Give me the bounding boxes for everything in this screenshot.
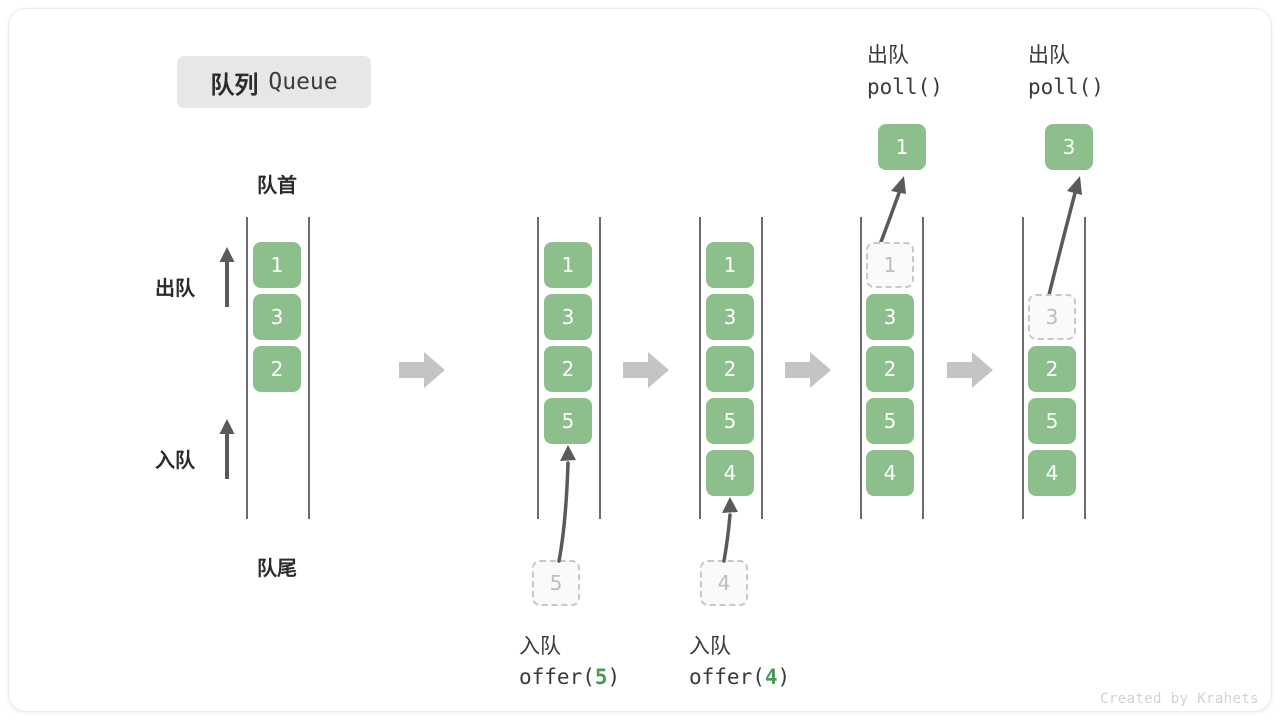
queue-rail-left-col4 [860, 217, 862, 519]
queue-rail-left-col2 [537, 217, 539, 519]
queue-cell: 3 [866, 294, 914, 340]
diagram-stage: 队列 Queue 队首 队尾 出队 入队 1 3 2 1 3 2 5 5 入队 … [9, 9, 1271, 711]
queue-cell: 3 [706, 294, 754, 340]
title-english: Queue [268, 69, 338, 95]
caption-code: offer(5) [519, 665, 621, 689]
queue-cell: 1 [706, 242, 754, 288]
head-label: 队首 [257, 173, 297, 197]
diagram-card: 队列 Queue 队首 队尾 出队 入队 1 3 2 1 3 2 5 5 入队 … [8, 8, 1272, 712]
queue-rail-left-col5 [1022, 217, 1024, 519]
queue-cell-ghost: 3 [1028, 294, 1076, 340]
enqueue-side-arrow-icon [219, 419, 235, 479]
queue-cell: 5 [866, 398, 914, 444]
step-arrow-icon [947, 352, 993, 388]
queue-cell: 4 [706, 450, 754, 496]
queue-cell: 3 [544, 294, 592, 340]
queue-cell: 4 [866, 450, 914, 496]
queue-cell: 2 [706, 346, 754, 392]
queue-cell: 1 [253, 242, 301, 288]
caption-code: poll() [1028, 75, 1104, 99]
queue-cell: 4 [1028, 450, 1076, 496]
queue-rail-left-col1 [246, 217, 248, 519]
queue-rail-right-col2 [599, 217, 601, 519]
title-chinese: 队列 [210, 70, 259, 99]
step-arrow-icon [623, 352, 669, 388]
outgoing-cell: 3 [1045, 124, 1093, 170]
queue-rail-right-col1 [308, 217, 310, 519]
tail-label: 队尾 [257, 556, 297, 580]
outgoing-cell: 1 [878, 124, 926, 170]
caption-cn: 入队 [689, 634, 731, 658]
enqueue-arrow-icon [722, 497, 738, 563]
queue-cell: 1 [544, 242, 592, 288]
caption-cn: 出队 [867, 43, 909, 67]
caption-cn: 出队 [1028, 43, 1070, 67]
queue-cell: 2 [866, 346, 914, 392]
queue-cell: 5 [544, 398, 592, 444]
diagram-title-badge: 队列 Queue [177, 56, 371, 108]
queue-rail-right-col5 [1084, 217, 1086, 519]
incoming-ghost-cell: 5 [532, 560, 580, 606]
queue-cell: 5 [706, 398, 754, 444]
queue-rail-right-col4 [922, 217, 924, 519]
queue-rail-left-col3 [699, 217, 701, 519]
step-arrow-icon [785, 352, 831, 388]
enqueue-arrow-icon [557, 445, 576, 563]
queue-cell: 2 [253, 346, 301, 392]
dequeue-side-arrow-icon [219, 247, 235, 307]
dequeue-arrow-icon [1043, 176, 1082, 313]
queue-cell: 2 [1028, 346, 1076, 392]
step-arrow-icon [399, 352, 445, 388]
queue-rail-right-col3 [761, 217, 763, 519]
queue-cell: 3 [253, 294, 301, 340]
caption-cn: 入队 [519, 634, 561, 658]
incoming-ghost-cell: 4 [700, 560, 748, 606]
queue-cell: 5 [1028, 398, 1076, 444]
caption-code: offer(4) [689, 665, 791, 689]
caption-code: poll() [867, 75, 943, 99]
queue-cell: 2 [544, 346, 592, 392]
enqueue-side-label: 入队 [155, 448, 195, 472]
dequeue-side-label: 出队 [155, 276, 195, 300]
queue-cell-ghost: 1 [866, 242, 914, 288]
credit-text: Created by Krahets [1100, 691, 1259, 707]
